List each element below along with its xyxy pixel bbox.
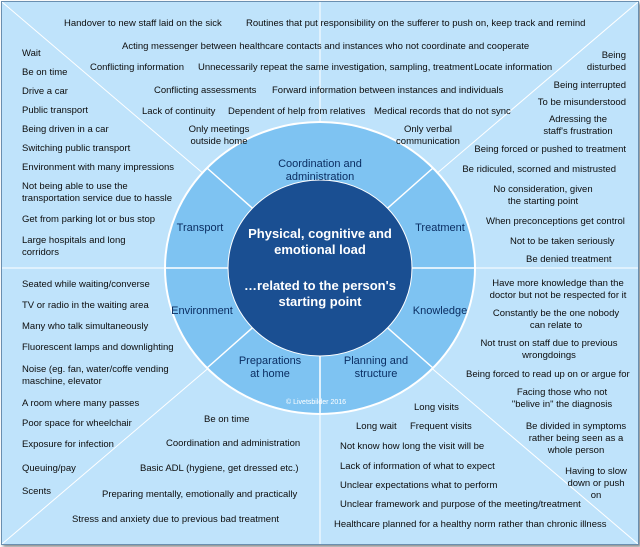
left-lower-item: Noise (eg. fan, water/coffe vending masc… (22, 364, 169, 387)
top-item: Only verbal communication (396, 124, 460, 147)
right-lower-item: Constantly be the one nobody can relate … (492, 308, 620, 331)
bottom-left-item: Basic ADL (hygiene, get dressed etc.) (140, 463, 299, 474)
left-upper-item: Large hospitals and long corridors (22, 235, 126, 258)
segment-knowledge: Knowledge (412, 305, 468, 317)
right-lower-item: Having to slow down or push on (565, 466, 627, 501)
top-item: Acting messenger between healthcare cont… (122, 41, 530, 52)
right-upper-item: Be denied treatment (526, 254, 612, 265)
right-upper-item: No consideration, given the starting poi… (493, 184, 593, 207)
right-upper-item: When preconceptions get control (486, 216, 625, 227)
bottom-right-item: Lack of information of what to expect (340, 461, 495, 472)
left-upper-item: Switching public transport (22, 143, 131, 154)
left-upper-item: Wait (22, 48, 41, 59)
top-item: Routines that put responsibility on the … (246, 18, 586, 29)
right-lower-item: Facing those who not "belive in" the dia… (511, 387, 613, 410)
center-subtitle: …related to the person's starting point (244, 278, 396, 309)
segment-environment: Environment (171, 305, 233, 317)
bottom-left-item: Stress and anxiety due to previous bad t… (72, 514, 280, 525)
left-lower-item: Fluorescent lamps and downlighting (22, 342, 174, 353)
right-lower-item: Be divided in symptoms rather being seen… (525, 421, 627, 456)
top-item: Locate information (474, 62, 553, 73)
right-upper-item: To be misunderstood (537, 97, 626, 108)
bottom-right-item: Long wait (356, 421, 397, 432)
copyright: © Livetsbilder 2016 (286, 399, 347, 406)
top-item: Conflicting information (90, 62, 184, 73)
right-upper-item: Being interrupted (553, 80, 626, 91)
right-upper-item: Not to be taken seriously (510, 236, 615, 247)
bottom-left-item: Coordination and administration (166, 438, 301, 449)
segment-preparations: Preparations at home (238, 355, 302, 380)
inner-ellipse (227, 179, 413, 357)
right-upper-item: Being forced or pushed to treatment (474, 144, 626, 155)
right-lower-item: Being forced to read up on or argue for (466, 369, 630, 380)
left-lower-item: TV or radio in the waiting area (22, 300, 149, 311)
bottom-right-item: Not know how long the visit will be (340, 441, 485, 452)
left-lower-item: Seated while waiting/converse (22, 279, 150, 290)
segment-treatment: Treatment (415, 222, 465, 234)
bottom-right-item: Frequent visits (410, 421, 472, 432)
left-lower-item: Many who talk simultaneously (22, 321, 149, 332)
top-item: Unnecessarily repeat the same investigat… (198, 62, 474, 73)
bottom-right-item: Unclear framework and purpose of the mee… (340, 499, 581, 510)
segment-coordination: Coordination and administration (278, 158, 362, 183)
left-upper-item: Be on time (22, 67, 68, 78)
bottom-right-item: Long visits (414, 402, 459, 413)
right-lower-item: Have more knowledge than the doctor but … (489, 278, 627, 301)
top-item: Conflicting assessments (154, 85, 257, 96)
right-upper-item: Be ridiculed, scorned and mistrusted (462, 164, 616, 175)
left-upper-item: Drive a car (22, 86, 68, 97)
top-item: Dependent of help from relatives (228, 106, 366, 117)
top-item: Handover to new staff laid on the sick (64, 18, 222, 29)
bottom-right-item: Healthcare planned for a healthy norm ra… (334, 519, 607, 530)
left-lower-item: Queuing/pay (22, 463, 76, 474)
top-item: Only meetings outside home (188, 124, 250, 147)
right-upper-item: Being disturbed (586, 50, 626, 73)
left-upper-item: Get from parking lot or bus stop (22, 214, 156, 225)
left-upper-item: Environment with many impressions (22, 162, 175, 173)
segment-transport: Transport (176, 222, 224, 234)
left-lower-item: Scents (22, 486, 52, 497)
bottom-right-item: Unclear expectations what to perform (340, 480, 498, 491)
right-lower-item: Not trust on staff due to previous wrong… (480, 338, 618, 361)
bottom-left-item: Be on time (204, 414, 250, 425)
top-item: Medical records that do not sync (374, 106, 511, 117)
left-lower-item: A room where many passes (22, 398, 140, 409)
left-upper-item: Being driven in a car (22, 124, 109, 135)
top-item: Lack of continuity (142, 106, 216, 117)
left-lower-item: Exposure for infection (22, 439, 114, 450)
right-upper-item: Adressing the staff's frustration (543, 114, 613, 137)
top-item: Forward information between instances an… (272, 85, 504, 96)
center-title: Physical, cognitive and emotional load (248, 226, 392, 257)
left-lower-item: Poor space for wheelchair (22, 418, 132, 429)
bottom-left-item: Preparing mentally, emotionally and prac… (102, 489, 298, 500)
left-upper-item: Public transport (22, 105, 89, 116)
segment-planning: Planning and structure (343, 355, 409, 380)
left-upper-item: Not being able to use the transportation… (22, 181, 172, 204)
